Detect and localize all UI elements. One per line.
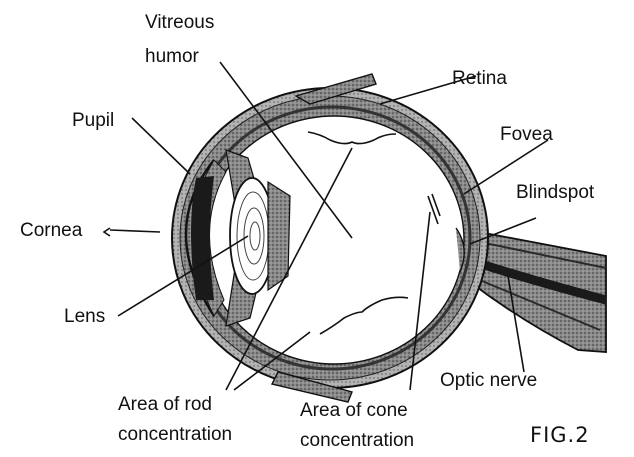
eyeball bbox=[172, 88, 488, 388]
label-vitreous-1: Vitreous bbox=[145, 12, 214, 33]
label-lens: Lens bbox=[64, 306, 105, 327]
label-cornea: Cornea bbox=[20, 220, 83, 241]
figure-number: FIG.2 bbox=[530, 423, 590, 447]
label-rod-1: Area of rod bbox=[118, 394, 212, 415]
label-cone-2: concentration bbox=[300, 430, 414, 451]
label-vitreous-2: humor bbox=[145, 46, 200, 67]
label-cone-1: Area of cone bbox=[300, 400, 408, 421]
label-fovea: Fovea bbox=[500, 124, 553, 145]
label-pupil: Pupil bbox=[72, 110, 114, 131]
label-optic-nerve: Optic nerve bbox=[440, 370, 537, 391]
label-rod-2: concentration bbox=[118, 424, 232, 445]
label-retina: Retina bbox=[452, 68, 507, 89]
label-blindspot: Blindspot bbox=[516, 182, 595, 203]
lens bbox=[230, 178, 290, 294]
